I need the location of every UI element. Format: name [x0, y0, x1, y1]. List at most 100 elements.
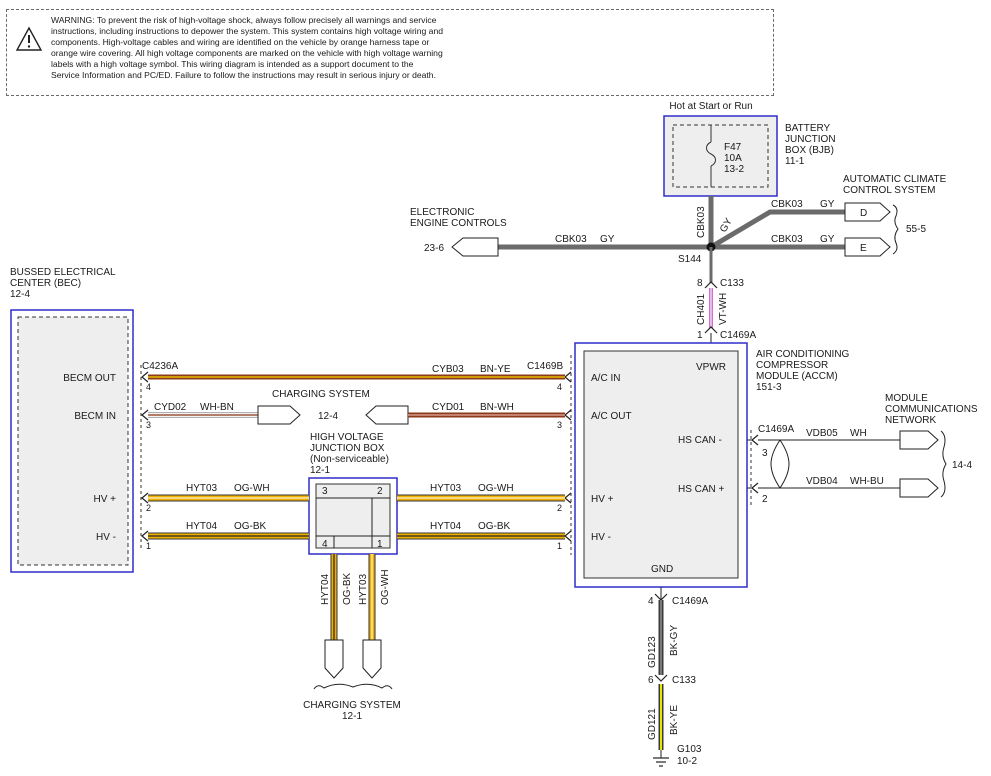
accm-inner-box — [583, 350, 739, 579]
c1469b-pin: 4 — [557, 382, 562, 392]
bec-pin-num: 4 — [146, 382, 151, 392]
bjb-box — [663, 115, 778, 197]
c1469b-label: C1469B — [527, 361, 563, 372]
hyt03-left-circuit: HYT03 — [186, 483, 218, 494]
cyb03-circuit: CYB03 BN-YE — [148, 364, 565, 380]
accs-pin-d: D — [860, 208, 867, 219]
hvjb-pin-4: 4 — [322, 539, 328, 550]
charging-top-right-arrow-icon — [365, 405, 409, 425]
c1469b-pin-icon — [564, 409, 572, 421]
charging-bottom-ref: 12-1 — [342, 711, 362, 722]
accs-name-line: CONTROL SYSTEM — [843, 185, 935, 196]
charging-top-left-arrow-icon — [257, 405, 301, 425]
hyt04-right-color: OG-BK — [478, 521, 511, 532]
c133-bottom-label: C133 — [672, 675, 696, 686]
accm-pin-hs-can-plus: HS CAN + — [678, 484, 725, 495]
accm-name-line: COMPRESSOR — [756, 360, 828, 371]
cyb03-color-label: BN-YE — [480, 364, 511, 375]
hs-can-circuits: C1469A 3 2 VDB05 WH VDB04 WH-BU MODULE C… — [747, 393, 978, 505]
bec-name-line: CENTER (BEC) — [10, 278, 81, 289]
bussed-electrical-center: BUSSED ELECTRICAL CENTER (BEC) 12-4 BECM… — [10, 267, 178, 573]
hyt03-left-color: OG-WH — [234, 483, 270, 494]
accs-bracket — [892, 204, 899, 255]
ch401-circuit: 8 C133 CH401 VT-WH 1 C1469A — [696, 247, 756, 343]
c1469b-pin-icon — [564, 492, 572, 504]
c1469a-can-pin-icon — [751, 482, 759, 494]
ground-ref: 10-2 — [677, 756, 697, 767]
accs-pin-e-arrow-icon — [844, 237, 891, 257]
hv-junction-box: HIGH VOLTAGE JUNCTION BOX (Non-serviceab… — [308, 432, 398, 555]
bjb-name-line: BOX (BJB) — [785, 145, 834, 156]
c4236a-pin-icon — [141, 492, 149, 504]
bec-pin-num: 3 — [146, 420, 151, 430]
cbk03-d-color: GY — [820, 199, 835, 210]
accm-name-line: AIR CONDITIONING — [756, 349, 850, 360]
network-ref: 14-4 — [952, 460, 972, 471]
cyd01-color-label: BN-WH — [480, 402, 514, 413]
can-pin-3: 3 — [762, 448, 768, 459]
fuse-ref: 13-2 — [724, 164, 744, 175]
hyt03-drop-color: OG-WH — [380, 569, 391, 605]
warning-triangle-icon — [15, 26, 43, 51]
accs-pin-e: E — [860, 243, 867, 254]
gd123-circuit: GD123 — [647, 636, 658, 668]
c133-bottom-pin: 6 — [648, 675, 654, 686]
warning-line: WARNING: To prevent the risk of high-vol… — [51, 15, 437, 25]
accs-pin-d-arrow-icon — [844, 202, 891, 222]
accm-ref: 151-3 — [756, 382, 782, 393]
bec-pin-num: 2 — [146, 503, 151, 513]
battery-junction-box: Hot at Start or Run F47 10A 13-2 BATTERY… — [663, 101, 836, 197]
hyt03-right-color: OG-WH — [478, 483, 514, 494]
hyt03-right-circuit: HYT03 — [430, 483, 462, 494]
gd123-color: BK-GY — [669, 625, 680, 656]
bec-pin-becm-in: BECM IN — [74, 411, 116, 422]
c1469b-pin-icon — [564, 530, 572, 542]
c133-top-connector-icon — [704, 281, 718, 289]
vdb04-color: WH-BU — [850, 476, 884, 487]
c1469a-can-pin-icon — [751, 434, 759, 446]
fuse-rating: 10A — [724, 153, 742, 164]
c1469a-top-pin: 1 — [697, 330, 703, 341]
accs-name-line: AUTOMATIC CLIMATE — [843, 174, 947, 185]
hvjb-name-line: HIGH VOLTAGE — [310, 432, 384, 443]
gd121-color: BK-YE — [669, 705, 680, 735]
c133-label: C133 — [720, 278, 744, 289]
c1469b-pin: 1 — [557, 541, 562, 551]
automatic-climate-control: D E AUTOMATIC CLIMATE CONTROL SYSTEM 55-… — [843, 174, 947, 257]
warning-line: orange wire covering. All high voltage c… — [51, 48, 443, 58]
network-name-line: NETWORK — [885, 415, 936, 426]
hyt04-drop-color: OG-BK — [342, 572, 353, 605]
hv-cables: HYT03 OG-WH HYT04 OG-BK HYT03 OG-WH HYT0… — [148, 483, 565, 540]
c1469b-pin: 2 — [557, 503, 562, 513]
bec-name-line: BUSSED ELECTRICAL — [10, 267, 116, 278]
twisted-pair-icon — [779, 439, 790, 489]
splice-id: S144 — [678, 254, 702, 265]
accm-pin-gnd: GND — [651, 564, 673, 575]
c133-bottom-connector-icon — [654, 674, 668, 682]
cyd01-circuit: CYD01 BN-WH — [408, 402, 565, 418]
network-bracket — [940, 430, 947, 498]
hyt04-left-circuit: HYT04 — [186, 521, 218, 532]
hvjb-inner-box — [315, 483, 391, 549]
c4236a-label: C4236A — [142, 361, 178, 372]
accm-pin-hs-can-minus: HS CAN - — [678, 435, 722, 446]
bec-ref: 12-4 — [10, 289, 30, 300]
hvjb-ref: 12-1 — [310, 465, 330, 476]
hyt03-drop-circuit: HYT03 — [358, 573, 369, 605]
hvjb-pin-1: 1 — [377, 539, 383, 550]
bjb-inner — [672, 124, 769, 188]
hyt04-drop-circuit: HYT04 — [320, 573, 331, 605]
accm-module: VPWR A/C IN A/C OUT HS CAN - HS CAN + HV… — [527, 342, 850, 588]
bjb-name-line: BATTERY — [785, 123, 831, 134]
c4236a-pin-icon — [141, 371, 149, 383]
cbk03-d-circuit: CBK03 — [771, 199, 803, 210]
hvjb-name-line: JUNCTION BOX — [310, 443, 385, 454]
eec-connector-arrow-icon — [451, 237, 499, 257]
vdb04-circuit: VDB04 — [806, 476, 838, 487]
network-name-line: COMMUNICATIONS — [885, 404, 978, 415]
network-arrow-icon — [899, 478, 939, 498]
bjb-header: Hot at Start or Run — [669, 101, 752, 112]
warning-line: instructions, including instructions to … — [51, 26, 444, 36]
c1469b-pin-icon — [564, 371, 572, 383]
bec-inner-box — [17, 316, 129, 566]
